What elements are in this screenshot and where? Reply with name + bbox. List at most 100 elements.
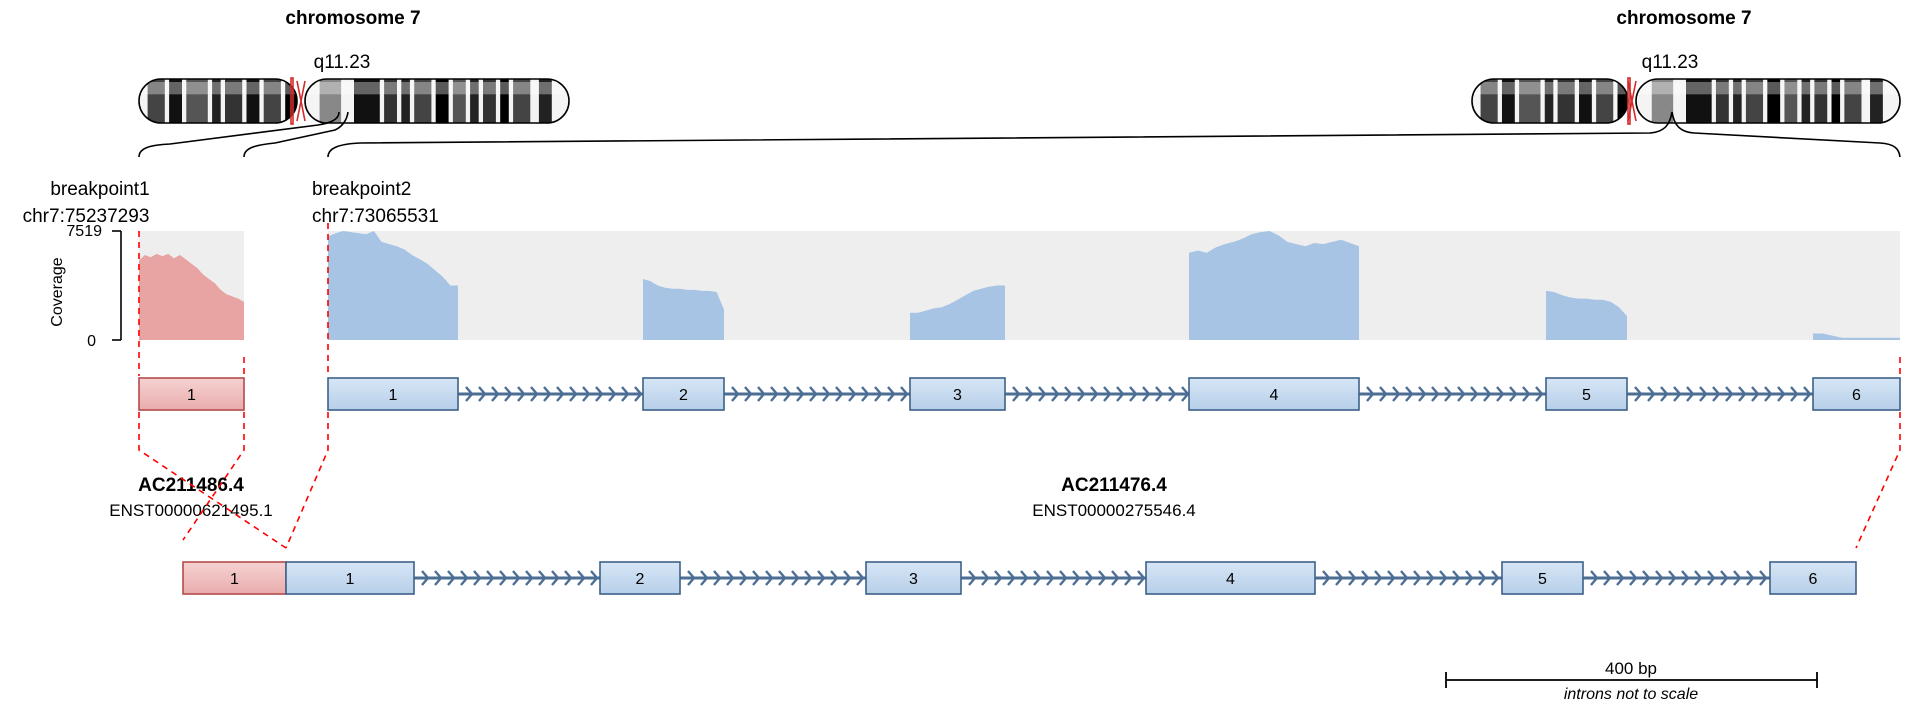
intron-chevron	[499, 570, 508, 586]
gene-right-exon-6	[1812, 377, 1901, 411]
coverage-area	[139, 253, 244, 340]
intron-chevron	[1707, 570, 1716, 586]
intron-chevron	[1116, 386, 1125, 402]
intron-chevron	[713, 570, 722, 586]
intron-chevron	[1025, 386, 1034, 402]
intron-chevron	[1535, 386, 1544, 402]
intron-chevron	[1759, 570, 1768, 586]
breakpoint2-position: chr7:73065531	[312, 206, 439, 227]
intron-chevron	[1694, 570, 1703, 586]
intron-chevron	[1012, 386, 1021, 402]
intron-chevron	[796, 386, 805, 402]
gene-right-exon-5	[1545, 377, 1628, 411]
fusion-exon-3	[599, 561, 681, 595]
coverage-areas	[139, 231, 1900, 340]
intron-chevron	[1699, 386, 1708, 402]
intron-chevron	[1129, 386, 1138, 402]
intron-chevron	[1642, 570, 1651, 586]
gene-right-exon-4	[1188, 377, 1360, 411]
fusion-exon-6	[1501, 561, 1584, 595]
intron-chevron	[1168, 386, 1177, 402]
intron-chevron	[512, 570, 521, 586]
intron-chevron	[1155, 386, 1164, 402]
intron-chevron	[1366, 386, 1375, 402]
gene-left-exon-1	[138, 377, 245, 411]
intron-chevron	[577, 570, 586, 586]
intron-chevron	[608, 386, 617, 402]
intron-chevron	[1681, 570, 1690, 586]
intron-chevron	[835, 386, 844, 402]
intron-chevron	[1444, 386, 1453, 402]
intron-chevron	[848, 386, 857, 402]
intron-chevron	[504, 386, 513, 402]
intron-chevron	[765, 570, 774, 586]
intron-chevron	[1470, 386, 1479, 402]
intron-chevron	[700, 570, 709, 586]
intron-chevron	[1335, 570, 1344, 586]
coverage-axis-min: 0	[87, 333, 96, 350]
intron-chevron	[1509, 386, 1518, 402]
intron-chevron	[1426, 570, 1435, 586]
intron-chevron	[1712, 386, 1721, 402]
intron-chevron	[744, 386, 753, 402]
intron-chevron	[1668, 570, 1677, 586]
intron-chevron	[817, 570, 826, 586]
chromosome-right-band: q11.23	[1642, 52, 1699, 73]
intron-chevron	[1634, 386, 1643, 402]
intron-chevron	[874, 386, 883, 402]
intron-chevron	[434, 570, 443, 586]
gene-right-exon-3-label: 3	[953, 387, 962, 404]
intron-chevron	[1655, 570, 1664, 586]
intron-chevron	[460, 570, 469, 586]
coverage-axis-label: Coverage	[49, 257, 66, 326]
intron-chevron	[822, 386, 831, 402]
intron-chevron	[1137, 570, 1146, 586]
intron-chevron	[1686, 386, 1695, 402]
intron-chevron	[830, 570, 839, 586]
intron-chevron	[726, 570, 735, 586]
intron-chevron	[1405, 386, 1414, 402]
intron-chevron	[1090, 386, 1099, 402]
intron-chevron	[447, 570, 456, 586]
intron-chevron	[1478, 570, 1487, 586]
intron-chevron	[1007, 570, 1016, 586]
intron-chevron	[1051, 386, 1060, 402]
coverage-area	[643, 279, 724, 340]
zoom-bracket-right	[327, 111, 1901, 158]
intron-chevron	[551, 570, 560, 586]
intron-chevron	[778, 570, 787, 586]
breakpoint1-label: breakpoint1	[50, 179, 149, 200]
intron-chevron	[757, 386, 766, 402]
intron-chevron	[731, 386, 740, 402]
intron-chevron	[1483, 386, 1492, 402]
gene-left-track: 1	[138, 377, 245, 411]
breakpoint1-line-lower	[138, 412, 287, 549]
intron-chevron	[530, 386, 539, 402]
coverage-area	[328, 231, 458, 340]
chromosome-left-title: chromosome 7	[285, 8, 420, 29]
intron-chevron	[1673, 386, 1682, 402]
gene-right-exon-6-label: 6	[1852, 387, 1861, 404]
intron-chevron	[1387, 570, 1396, 586]
intron-chevron	[543, 386, 552, 402]
intron-chevron	[1590, 570, 1599, 586]
gene-right-exon-5-label: 5	[1582, 387, 1591, 404]
fusion-exon-1	[182, 561, 287, 595]
intron-chevron	[994, 570, 1003, 586]
intron-chevron	[1379, 386, 1388, 402]
intron-chevron	[843, 570, 852, 586]
fusion-exon-6-label: 5	[1538, 571, 1547, 588]
fusion-exon-5	[1145, 561, 1316, 595]
breakpoint-left-end-lower	[182, 412, 245, 541]
intron-chevron	[1720, 570, 1729, 586]
intron-chevron	[1603, 570, 1612, 586]
intron-chevron	[564, 570, 573, 586]
intron-chevron	[517, 386, 526, 402]
intron-chevron	[1038, 386, 1047, 402]
intron-chevron	[1522, 386, 1531, 402]
intron-chevron	[491, 386, 500, 402]
intron-chevron	[1725, 386, 1734, 402]
intron-chevron	[582, 386, 591, 402]
